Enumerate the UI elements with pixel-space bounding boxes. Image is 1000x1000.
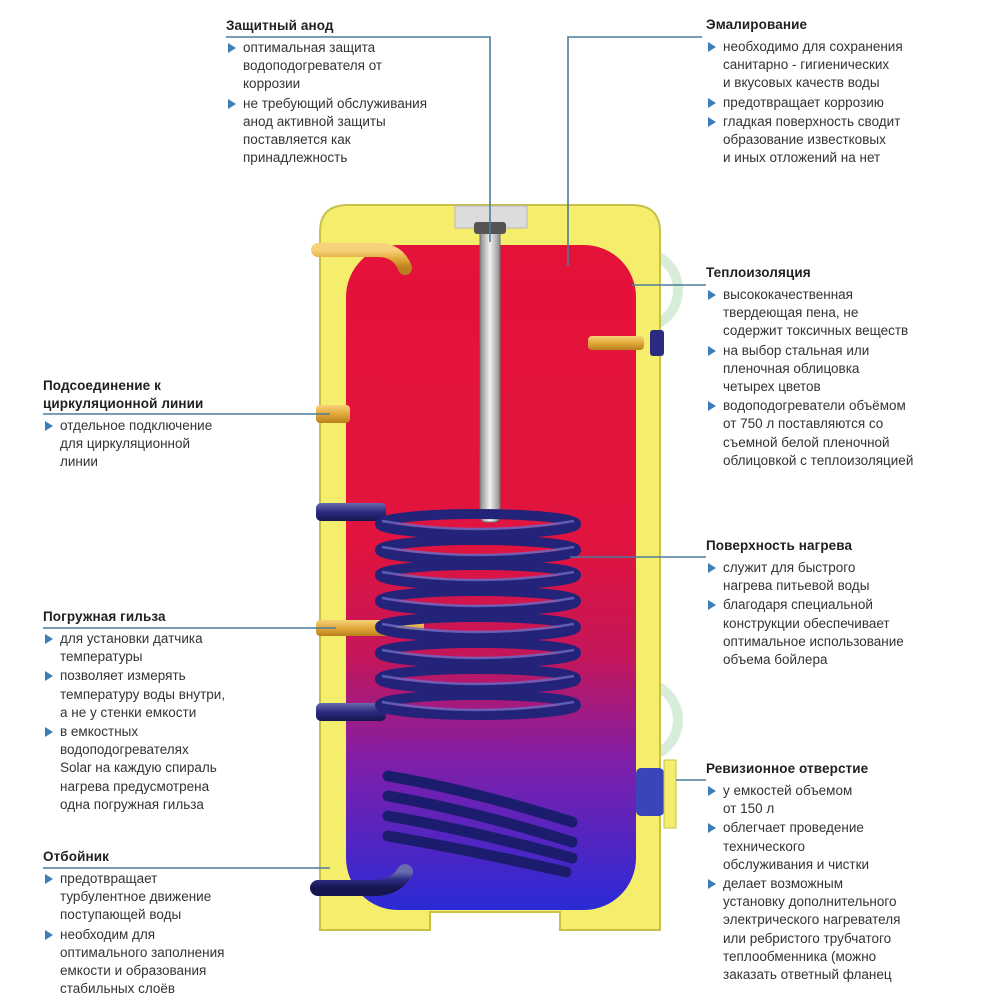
callout-baffle: Отбойник предотвращает турбулентное движ… [43, 848, 318, 999]
callout-sensor-sleeve: Погружная гильза для установки датчика т… [43, 608, 318, 815]
callout-title: Поверхность нагрева [706, 538, 853, 553]
circulation-connection [316, 405, 350, 423]
callout-title: Эмалирование [706, 17, 808, 32]
callout-bullet: предотвращает турбулентное движение пост… [43, 870, 318, 925]
coil-outlet-pipe [316, 703, 386, 721]
callout-bullet: гладкая поверхность сводит образование и… [706, 113, 996, 168]
cold-water-inlet-baffle [310, 864, 413, 896]
callout-title: Защитный анод [226, 18, 334, 33]
callout-bullet: благодаря специальной конструкции обеспе… [706, 596, 996, 669]
callout-bullet: на выбор стальная или пленочная облицовк… [706, 342, 996, 397]
callout-bullet: водоподогреватели объёмом от 750 л поста… [706, 397, 996, 470]
tank-interior [346, 245, 636, 910]
callout-enamel: Эмалирование необходимо для сохранения с… [706, 16, 996, 168]
callout-bullet: облегчает проведение технического обслуж… [706, 819, 996, 874]
callout-title: Подсоединение к циркуляционной линии [43, 378, 204, 411]
callout-circulation-connection: Подсоединение к циркуляционной линии отд… [43, 377, 313, 473]
thermometer-sleeve [588, 336, 644, 350]
callout-bullet: не требующий обслуживания анод активной … [226, 95, 498, 168]
callout-bullet: делает возможным установку дополнительно… [706, 875, 996, 984]
callout-title: Погружная гильза [43, 609, 166, 624]
leader-line-enamel [567, 36, 702, 266]
right-connector [650, 330, 664, 356]
flange-bracket [663, 759, 677, 829]
leader-line-anode [226, 36, 491, 242]
callout-bullet: необходим для оптимального заполнения ем… [43, 926, 318, 999]
callout-bullet: предотвращает коррозию [706, 94, 996, 112]
anode-rod [479, 225, 501, 523]
heating-coil-lower [382, 770, 578, 878]
callout-bullet: необходимо для сохранения санитарно - ги… [706, 38, 996, 93]
callout-bullet: в емкостных водоподогревателях Solar на … [43, 723, 318, 814]
hot-water-outlet-pipe [311, 243, 412, 275]
callout-title: Отбойник [43, 849, 110, 864]
heating-coil-upper-highlight [381, 519, 575, 712]
callout-bullet: служит для быстрого нагрева питьевой вод… [706, 559, 996, 595]
callout-inspection-opening: Ревизионное отверстие у емкостей объемом… [706, 760, 996, 985]
callout-title: Теплоизоляция [706, 265, 811, 280]
callout-protective-anode: Защитный анод оптимальная защита водопод… [226, 17, 498, 168]
callout-bullet: у емкостей объемом от 150 л [706, 782, 996, 818]
callout-bullet: позволяет измерять температуру воды внут… [43, 667, 318, 722]
heating-coil-upper [375, 509, 581, 720]
callout-bullet: высококачественная твердеющая пена, не с… [706, 286, 996, 341]
callout-insulation: Теплоизоляция высококачественная твердею… [706, 264, 996, 471]
callout-bullet: оптимальная защита водоподогревателя от … [226, 39, 498, 94]
coil-inlet-pipe [316, 503, 386, 521]
callout-bullet: отдельное подключение для циркуляционной… [43, 417, 313, 472]
inspection-flange [636, 768, 664, 816]
callout-bullet: для установки датчика температуры [43, 630, 318, 666]
callout-title: Ревизионное отверстие [706, 761, 869, 776]
callout-heating-surface: Поверхность нагрева служит для быстрого … [706, 537, 996, 670]
